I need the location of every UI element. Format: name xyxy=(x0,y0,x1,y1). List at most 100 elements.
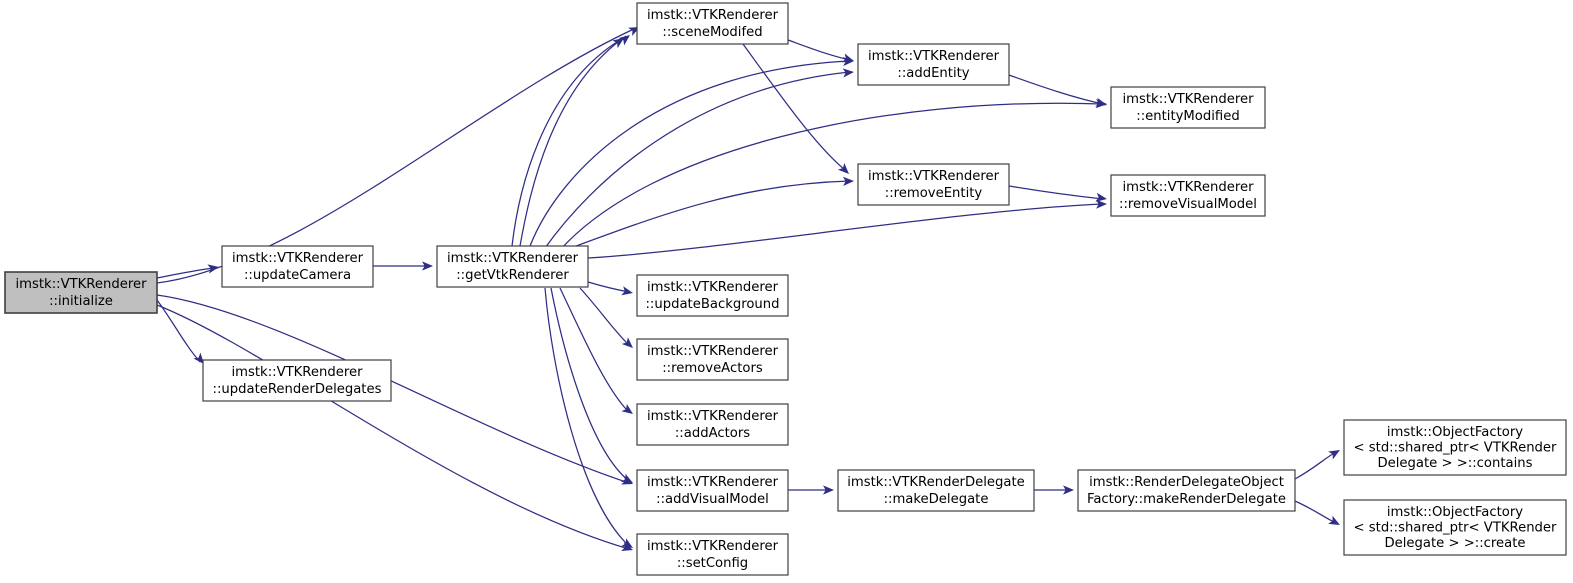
node-box-initialize[interactable] xyxy=(4,271,158,314)
edge-initialize-to-updateRenderDelegates xyxy=(156,299,201,363)
node-label-addVisualModel-line1: imstk::VTKRenderer xyxy=(647,475,779,490)
node-label-makeDelegate-line2: ::makeDelegate xyxy=(884,492,989,507)
node-box-removeVisualModel[interactable] xyxy=(1110,174,1266,217)
node-box-makeDelegate[interactable] xyxy=(837,469,1035,512)
node-setConfig[interactable]: imstk::VTKRenderer::setConfig xyxy=(636,533,789,576)
node-box-removeActors[interactable] xyxy=(636,338,789,381)
node-addActors[interactable]: imstk::VTKRenderer::addActors xyxy=(636,403,789,446)
arrowhead-addVisualModel->makeDelegate xyxy=(823,485,834,495)
arrowhead-getVtkRenderer->sceneModifed-a xyxy=(612,38,624,49)
node-box-create[interactable] xyxy=(1343,499,1567,556)
node-box-addEntity[interactable] xyxy=(857,43,1010,86)
node-label-getVtkRenderer-line1: imstk::VTKRenderer xyxy=(447,251,579,266)
node-updateBackground[interactable]: imstk::VTKRenderer::updateBackground xyxy=(636,274,789,317)
node-label-create-line3: Delegate > >::create xyxy=(1384,536,1525,551)
node-label-makeRenderDelegate-line2: Factory::makeRenderDelegate xyxy=(1087,492,1286,507)
edge-addEntity-to-entityModified xyxy=(1008,74,1104,105)
arrowhead-getVtkRenderer->sceneModifed-b xyxy=(618,35,630,46)
node-label-entityModified-line2: ::entityModified xyxy=(1136,109,1239,124)
arrowhead-makeDelegate->makeRenderDelegate xyxy=(1063,485,1074,495)
node-label-initialize-line1: imstk::VTKRenderer xyxy=(16,277,148,292)
edge-sceneModifed-to-addEntity xyxy=(787,39,851,61)
node-label-sceneModifed-line1: imstk::VTKRenderer xyxy=(647,8,779,23)
edge-getVtkRenderer-to-removeVisualModel xyxy=(587,203,1104,259)
node-box-getVtkRenderer[interactable] xyxy=(436,245,589,288)
node-label-contains-line3: Delegate > >::contains xyxy=(1378,456,1533,471)
node-box-updateRenderDelegates[interactable] xyxy=(202,359,392,402)
node-label-addActors-line1: imstk::VTKRenderer xyxy=(647,409,779,424)
node-label-removeActors-line1: imstk::VTKRenderer xyxy=(647,344,779,359)
node-label-removeVisualModel-line1: imstk::VTKRenderer xyxy=(1123,180,1255,195)
node-initialize[interactable]: imstk::VTKRenderer::initialize xyxy=(4,271,158,314)
arrowhead-getVtkRenderer->addVisualModel xyxy=(621,473,633,483)
edge-getVtkRenderer-to-addEntity xyxy=(544,71,851,249)
edge-removeEntity-to-removeVisualModel xyxy=(1008,185,1104,200)
node-removeActors[interactable]: imstk::VTKRenderer::removeActors xyxy=(636,338,789,381)
arrowhead-getVtkRenderer->setConfig xyxy=(621,538,633,548)
edge-getVtkRenderer-to-removeActors xyxy=(579,287,630,346)
node-box-updateBackground[interactable] xyxy=(636,274,789,317)
node-label-removeActors-line2: ::removeActors xyxy=(662,361,763,376)
node-contains[interactable]: imstk::ObjectFactory< std::shared_ptr< V… xyxy=(1343,419,1567,476)
edge-getVtkRenderer-to-sceneModifed xyxy=(511,39,621,247)
arrowhead-makeRenderDelegate->create xyxy=(1328,515,1340,525)
arrowhead-removeEntity->removeVisualModel xyxy=(1095,192,1107,202)
node-label-addEntity-line1: imstk::VTKRenderer xyxy=(868,49,1000,64)
node-label-getVtkRenderer-line2: ::getVtkRenderer xyxy=(456,268,569,283)
node-box-sceneModifed[interactable] xyxy=(636,2,789,45)
edge-getVtkRenderer-to-addActors xyxy=(559,287,630,413)
node-box-entityModified[interactable] xyxy=(1110,86,1266,129)
node-makeRenderDelegate[interactable]: imstk::RenderDelegateObjectFactory::make… xyxy=(1077,469,1296,512)
arrowhead-addEntity->entityModified xyxy=(1095,97,1107,107)
node-box-addVisualModel[interactable] xyxy=(636,469,789,512)
node-box-contains[interactable] xyxy=(1343,419,1567,476)
node-label-makeDelegate-line1: imstk::VTKRenderDelegate xyxy=(847,475,1025,490)
node-updateCamera[interactable]: imstk::VTKRenderer::updateCamera xyxy=(221,245,374,288)
node-removeEntity[interactable]: imstk::VTKRenderer::removeEntity xyxy=(857,163,1010,206)
node-box-makeRenderDelegate[interactable] xyxy=(1077,469,1296,512)
edge-getVtkRenderer-to-setConfig xyxy=(544,287,630,547)
node-label-sceneModifed-line2: ::sceneModifed xyxy=(662,25,762,40)
edge-getVtkRenderer-to-addEntity xyxy=(529,60,851,247)
node-entityModified[interactable]: imstk::VTKRenderer::entityModified xyxy=(1110,86,1266,129)
edge-getVtkRenderer-to-entityModified xyxy=(559,102,1104,251)
arrowhead-sceneModifed->addEntity xyxy=(842,53,854,63)
node-create[interactable]: imstk::ObjectFactory< std::shared_ptr< V… xyxy=(1343,499,1567,556)
node-removeVisualModel[interactable]: imstk::VTKRenderer::removeVisualModel xyxy=(1110,174,1266,217)
node-label-create-line1: imstk::ObjectFactory xyxy=(1387,505,1523,520)
node-updateRenderDelegates[interactable]: imstk::VTKRenderer::updateRenderDelegate… xyxy=(202,359,392,402)
node-box-updateCamera[interactable] xyxy=(221,245,374,288)
node-label-setConfig-line1: imstk::VTKRenderer xyxy=(647,539,779,554)
edge-getVtkRenderer-to-updateBackground xyxy=(587,281,630,293)
node-label-setConfig-line2: ::setConfig xyxy=(677,556,748,571)
node-addEntity[interactable]: imstk::VTKRenderer::addEntity xyxy=(857,43,1010,86)
node-getVtkRenderer[interactable]: imstk::VTKRenderer::getVtkRenderer xyxy=(436,245,589,288)
node-label-updateRenderDelegates-line2: ::updateRenderDelegates xyxy=(213,382,382,397)
edge-getVtkRenderer-to-addVisualModel xyxy=(550,287,630,482)
node-box-removeEntity[interactable] xyxy=(857,163,1010,206)
edge-getVtkRenderer-to-removeEntity xyxy=(559,180,851,253)
arrowhead-getVtkRenderer->addEntity-b xyxy=(842,68,854,78)
node-label-updateCamera-line2: ::updateCamera xyxy=(244,268,351,283)
node-label-contains-line1: imstk::ObjectFactory xyxy=(1387,425,1523,440)
arrowhead-updateCamera->getVtkRenderer xyxy=(422,261,433,271)
node-label-addActors-line2: ::addActors xyxy=(675,426,750,441)
node-label-initialize-line2: ::initialize xyxy=(49,294,113,309)
node-box-addActors[interactable] xyxy=(636,403,789,446)
node-sceneModifed[interactable]: imstk::VTKRenderer::sceneModifed xyxy=(636,2,789,45)
node-box-setConfig[interactable] xyxy=(636,533,789,576)
node-label-removeEntity-line2: ::removeEntity xyxy=(885,186,983,201)
arrowhead-getVtkRenderer->removeVisualModel xyxy=(1095,199,1107,209)
arrowhead-makeRenderDelegate->contains xyxy=(1328,450,1340,460)
edge-initialize-to-updateCamera xyxy=(156,267,215,279)
arrowhead-initialize->updateCamera xyxy=(207,264,219,274)
node-addVisualModel[interactable]: imstk::VTKRenderer::addVisualModel xyxy=(636,469,789,512)
edge-initialize-to-setConfig xyxy=(156,304,630,550)
arrowhead-getVtkRenderer->addActors xyxy=(621,403,633,414)
node-label-updateCamera-line1: imstk::VTKRenderer xyxy=(232,251,364,266)
arrowhead-initialize->updateRenderDelegates xyxy=(193,352,204,364)
node-label-removeEntity-line1: imstk::VTKRenderer xyxy=(868,169,1000,184)
node-makeDelegate[interactable]: imstk::VTKRenderDelegate::makeDelegate xyxy=(837,469,1035,512)
node-label-makeRenderDelegate-line1: imstk::RenderDelegateObject xyxy=(1089,475,1284,490)
